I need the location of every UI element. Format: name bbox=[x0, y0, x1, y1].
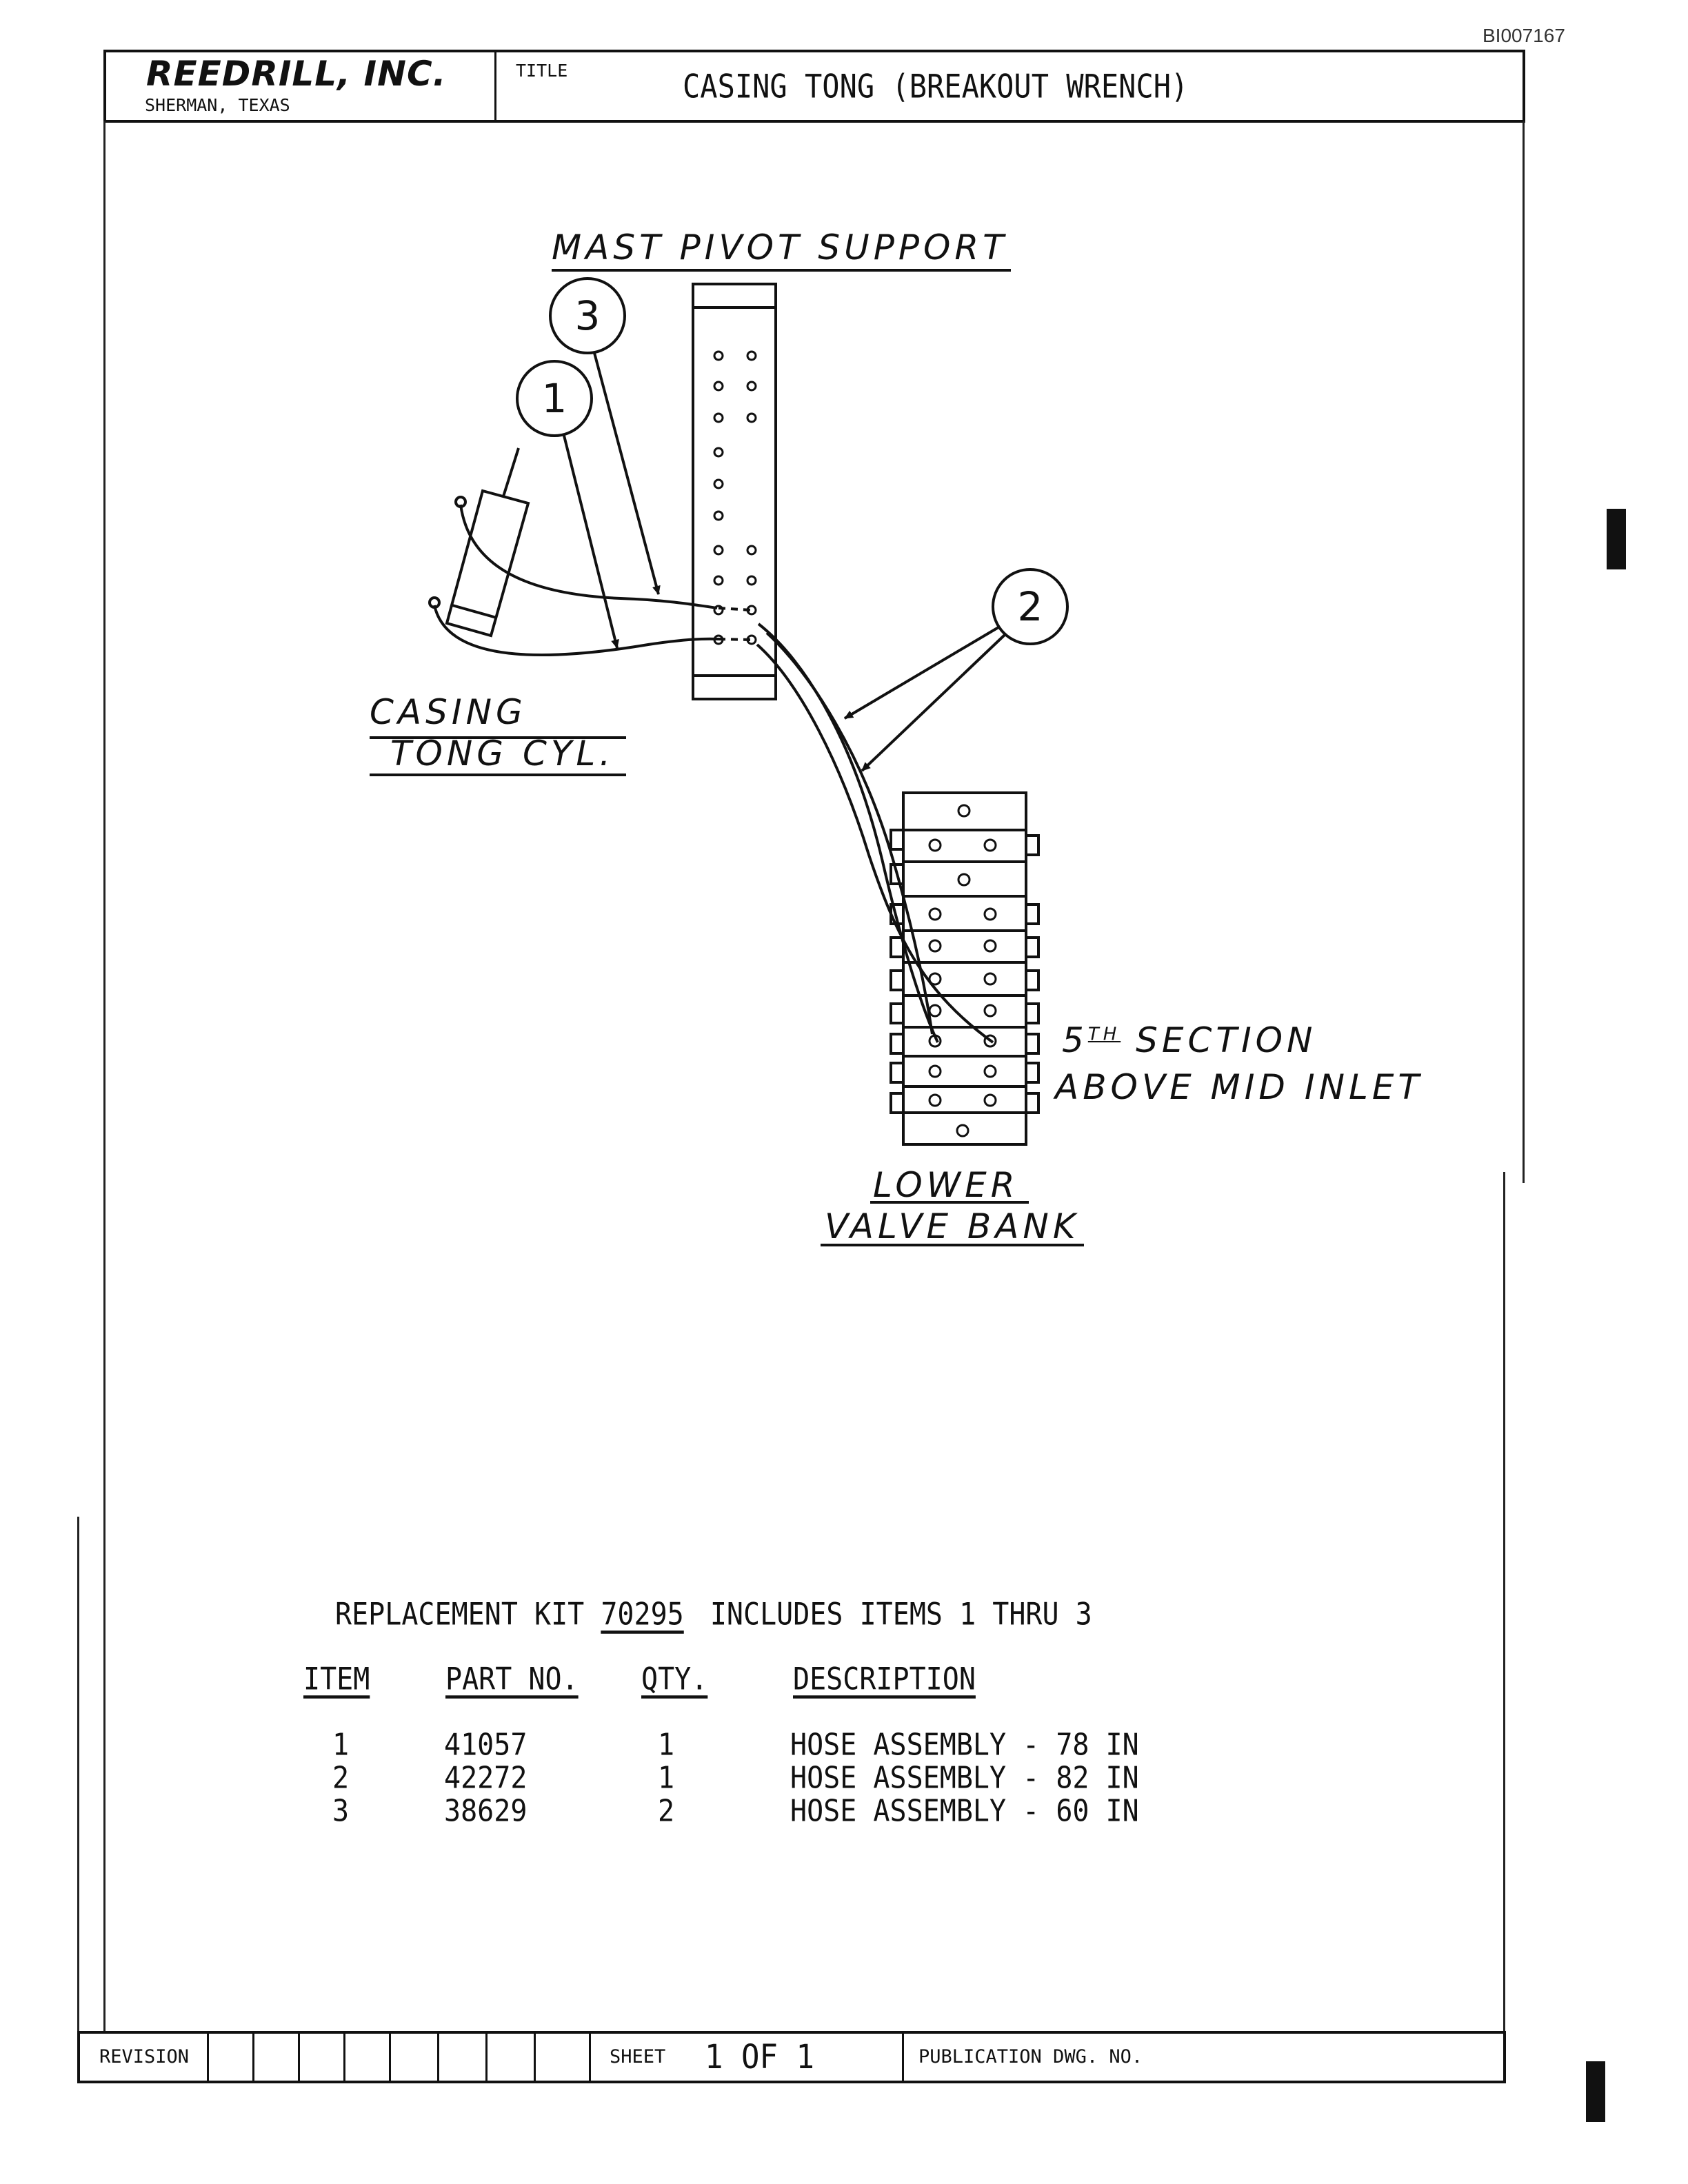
callout-1: 1 bbox=[516, 360, 619, 649]
underline-valve-bank bbox=[821, 1244, 1084, 1246]
valve-bank-hoses bbox=[756, 623, 994, 1044]
header-qty: QTY. bbox=[641, 1661, 708, 1697]
title-block-divider bbox=[494, 50, 496, 123]
revision-cell-divider bbox=[298, 2034, 300, 2081]
label-above-mid-inlet: ABOVE MID INLET bbox=[1055, 1067, 1423, 1107]
cylinder-hoses bbox=[433, 504, 752, 657]
sheet-label: SHEET bbox=[610, 2046, 666, 2067]
drawing-title: CASING TONG (BREAKOUT WRENCH) bbox=[683, 68, 1189, 105]
lower-valve-bank bbox=[890, 791, 1040, 1146]
publication-label: PUBLICATION DWG. NO. bbox=[918, 2046, 1143, 2067]
section-sup: TH bbox=[1087, 1024, 1121, 1045]
kit-number: 70295 bbox=[601, 1597, 684, 1632]
title-label: TITLE bbox=[516, 61, 568, 81]
row2-item: 2 bbox=[332, 1761, 350, 1796]
callout-1-label: 1 bbox=[542, 375, 567, 422]
header-part-no: PART NO. bbox=[445, 1661, 579, 1697]
replacement-kit-line: REPLACEMENT KIT 70295 INCLUDES ITEMS 1 T… bbox=[335, 1597, 1092, 1632]
callout-2-label: 3 bbox=[575, 292, 601, 339]
section-number: 5 bbox=[1062, 1020, 1088, 1060]
label-section: 5TH SECTION bbox=[1062, 1020, 1316, 1060]
frame-right-border bbox=[1523, 121, 1525, 1183]
revision-cell-divider bbox=[389, 2034, 391, 2081]
frame-left-border-lower bbox=[77, 1517, 79, 2068]
kit-prefix: REPLACEMENT KIT bbox=[335, 1597, 585, 1632]
revision-block bbox=[77, 2031, 1506, 2083]
label-lower-valve-line1: LOWER bbox=[873, 1165, 1019, 1205]
kit-suffix: INCLUDES ITEMS 1 THRU 3 bbox=[710, 1597, 1092, 1632]
revision-cell-divider bbox=[437, 2034, 439, 2081]
sheet-value: 1 OF 1 bbox=[705, 2038, 814, 2077]
company-name: REEDRILL, INC. bbox=[146, 54, 447, 94]
row1-item: 1 bbox=[332, 1728, 350, 1763]
title-block bbox=[103, 50, 1525, 123]
frame-right-border-lower bbox=[1503, 1172, 1505, 2034]
underline-casing bbox=[370, 736, 626, 739]
mast-holes bbox=[713, 350, 757, 645]
revision-cell-divider bbox=[534, 2034, 536, 2081]
company-location: SHERMAN, TEXAS bbox=[145, 95, 290, 115]
section-word: SECTION bbox=[1136, 1020, 1317, 1060]
header-item: ITEM bbox=[303, 1661, 370, 1697]
revision-cell-divider bbox=[343, 2034, 345, 2081]
callout-2: 3 bbox=[549, 277, 661, 595]
row2-part-no: 42272 bbox=[444, 1761, 528, 1796]
row1-part-no: 41057 bbox=[444, 1728, 528, 1763]
casing-tong-cylinder bbox=[428, 447, 530, 638]
row3-item: 3 bbox=[332, 1794, 350, 1829]
row3-qty: 2 bbox=[658, 1794, 675, 1829]
header-description: DESCRIPTION bbox=[793, 1661, 976, 1697]
underline-lower bbox=[870, 1201, 1029, 1204]
revision-cell-divider bbox=[252, 2034, 254, 2081]
mast-pivot-support bbox=[692, 283, 777, 700]
label-mast-pivot-support: MAST PIVOT SUPPORT bbox=[552, 228, 1011, 272]
label-casing-tong-line2: TONG CYL. bbox=[390, 734, 615, 774]
registration-mark-lower bbox=[1586, 2061, 1605, 2122]
revision-cell-divider bbox=[485, 2034, 488, 2081]
row2-description: HOSE ASSEMBLY - 82 IN bbox=[790, 1761, 1139, 1796]
document-id: BI007167 bbox=[1483, 25, 1565, 46]
underline-tong-cyl bbox=[370, 774, 626, 776]
revision-label: REVISION bbox=[99, 2046, 190, 2067]
registration-mark-upper bbox=[1607, 509, 1626, 569]
row2-qty: 1 bbox=[658, 1761, 675, 1796]
callout-3-label: 2 bbox=[1018, 583, 1043, 630]
revision-cell-divider bbox=[207, 2034, 209, 2081]
callout-3: 2 bbox=[843, 568, 1069, 772]
row3-description: HOSE ASSEMBLY - 60 IN bbox=[790, 1794, 1139, 1829]
sheet-divider bbox=[902, 2034, 904, 2081]
row1-qty: 1 bbox=[658, 1728, 675, 1763]
label-casing-tong-line1: CASING bbox=[370, 692, 527, 732]
valve-bank-ports bbox=[928, 804, 997, 1138]
frame-left-border bbox=[103, 121, 106, 2031]
row1-description: HOSE ASSEMBLY - 78 IN bbox=[790, 1728, 1139, 1763]
row3-part-no: 38629 bbox=[444, 1794, 528, 1829]
revision-cell-divider bbox=[589, 2034, 591, 2081]
label-lower-valve-line2: VALVE BANK bbox=[825, 1206, 1080, 1246]
